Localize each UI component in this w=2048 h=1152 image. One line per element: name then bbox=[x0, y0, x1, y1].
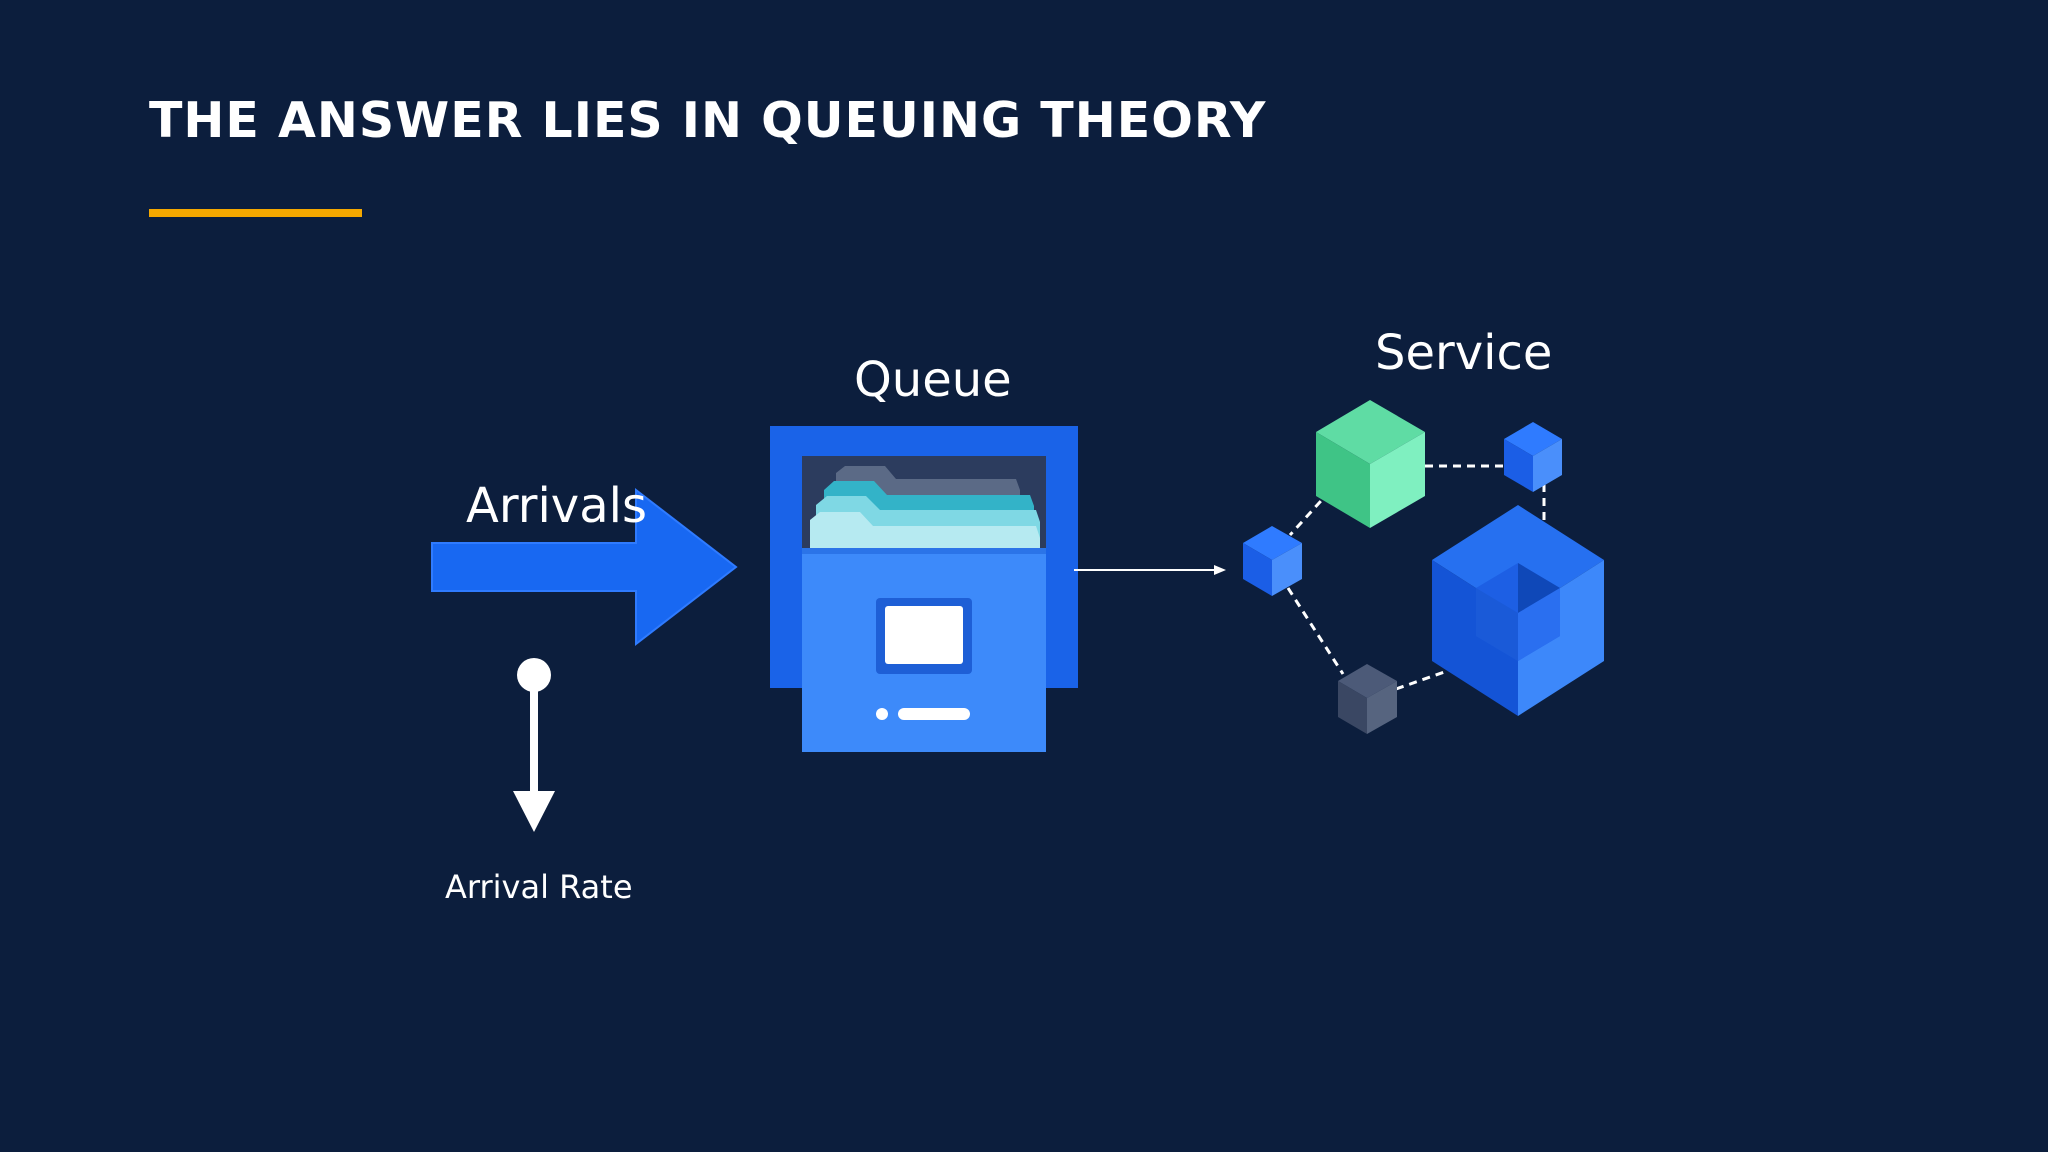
cube-network-icon bbox=[1243, 400, 1604, 734]
slide-title: THE ANSWER LIES IN QUEUING THEORY bbox=[149, 92, 1267, 149]
arrivals-label: Arrivals bbox=[466, 478, 647, 534]
file-cabinet-icon bbox=[770, 426, 1078, 752]
queue-to-service-arrow-icon bbox=[1074, 565, 1226, 575]
small-blue-cube-icon bbox=[1504, 422, 1562, 492]
gray-cube-icon bbox=[1338, 664, 1397, 734]
arrival-rate-label: Arrival Rate bbox=[445, 868, 633, 906]
title-underline bbox=[149, 209, 362, 217]
down-arrow-icon bbox=[513, 658, 555, 832]
arrivals-arrow-icon bbox=[431, 487, 738, 647]
green-cube-icon bbox=[1316, 400, 1425, 528]
small-blue-cube-icon bbox=[1243, 526, 1302, 596]
big-blue-cube-icon bbox=[1432, 505, 1604, 716]
service-label: Service bbox=[1375, 325, 1553, 381]
queue-label: Queue bbox=[854, 352, 1012, 408]
